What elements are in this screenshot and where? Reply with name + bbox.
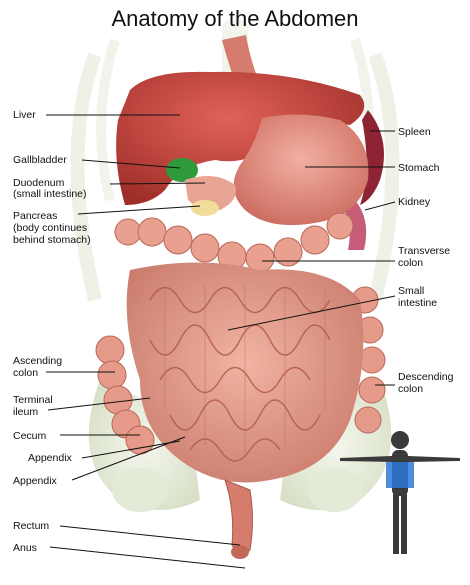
transverse-colon	[114, 212, 354, 273]
label-ascending-1: Ascending	[13, 355, 63, 367]
label-descending-2: colon	[398, 383, 424, 395]
leader-lines	[46, 114, 396, 569]
label-small-2: intestine	[398, 297, 438, 309]
label-terminal-2: ileum	[13, 406, 39, 418]
label-gallbladder: Gallbladder	[13, 154, 67, 166]
label-ascending-2: colon	[13, 367, 39, 379]
label-transverse-1: Transverse	[398, 245, 451, 257]
label-duodenum-2: (small intestine)	[13, 188, 87, 200]
label-pancreas-3: behind stomach)	[13, 234, 91, 246]
label-pancreas-1: Pancreas	[13, 210, 58, 222]
page-title: Anatomy of the Abdomen	[111, 6, 359, 31]
rectum	[224, 479, 253, 555]
label-stomach: Stomach	[398, 162, 440, 174]
label-pancreas-2: (body continues	[13, 222, 88, 234]
label-duodenum-1: Duodenum	[13, 177, 65, 189]
label-kidney: Kidney	[398, 196, 431, 208]
label-rectum: Rectum	[13, 520, 50, 532]
anus	[231, 545, 249, 559]
label-terminal-1: Terminal	[13, 394, 53, 406]
label-descending-1: Descending	[398, 371, 454, 383]
pancreas	[191, 200, 219, 216]
label-anus: Anus	[13, 542, 37, 554]
descending-colon	[351, 286, 386, 434]
small-intestine-loops	[149, 285, 331, 462]
label-spleen: Spleen	[398, 126, 431, 138]
stomach	[233, 114, 369, 226]
label-small-1: Small	[398, 285, 425, 297]
label-transverse-2: colon	[398, 257, 424, 269]
label-appendix-b: Appendix	[13, 475, 57, 487]
label-appendix-a: Appendix	[28, 452, 72, 464]
human-body-figure-icon	[340, 431, 460, 554]
label-liver: Liver	[13, 109, 36, 121]
label-cecum: Cecum	[13, 430, 47, 442]
gallbladder	[166, 158, 198, 182]
